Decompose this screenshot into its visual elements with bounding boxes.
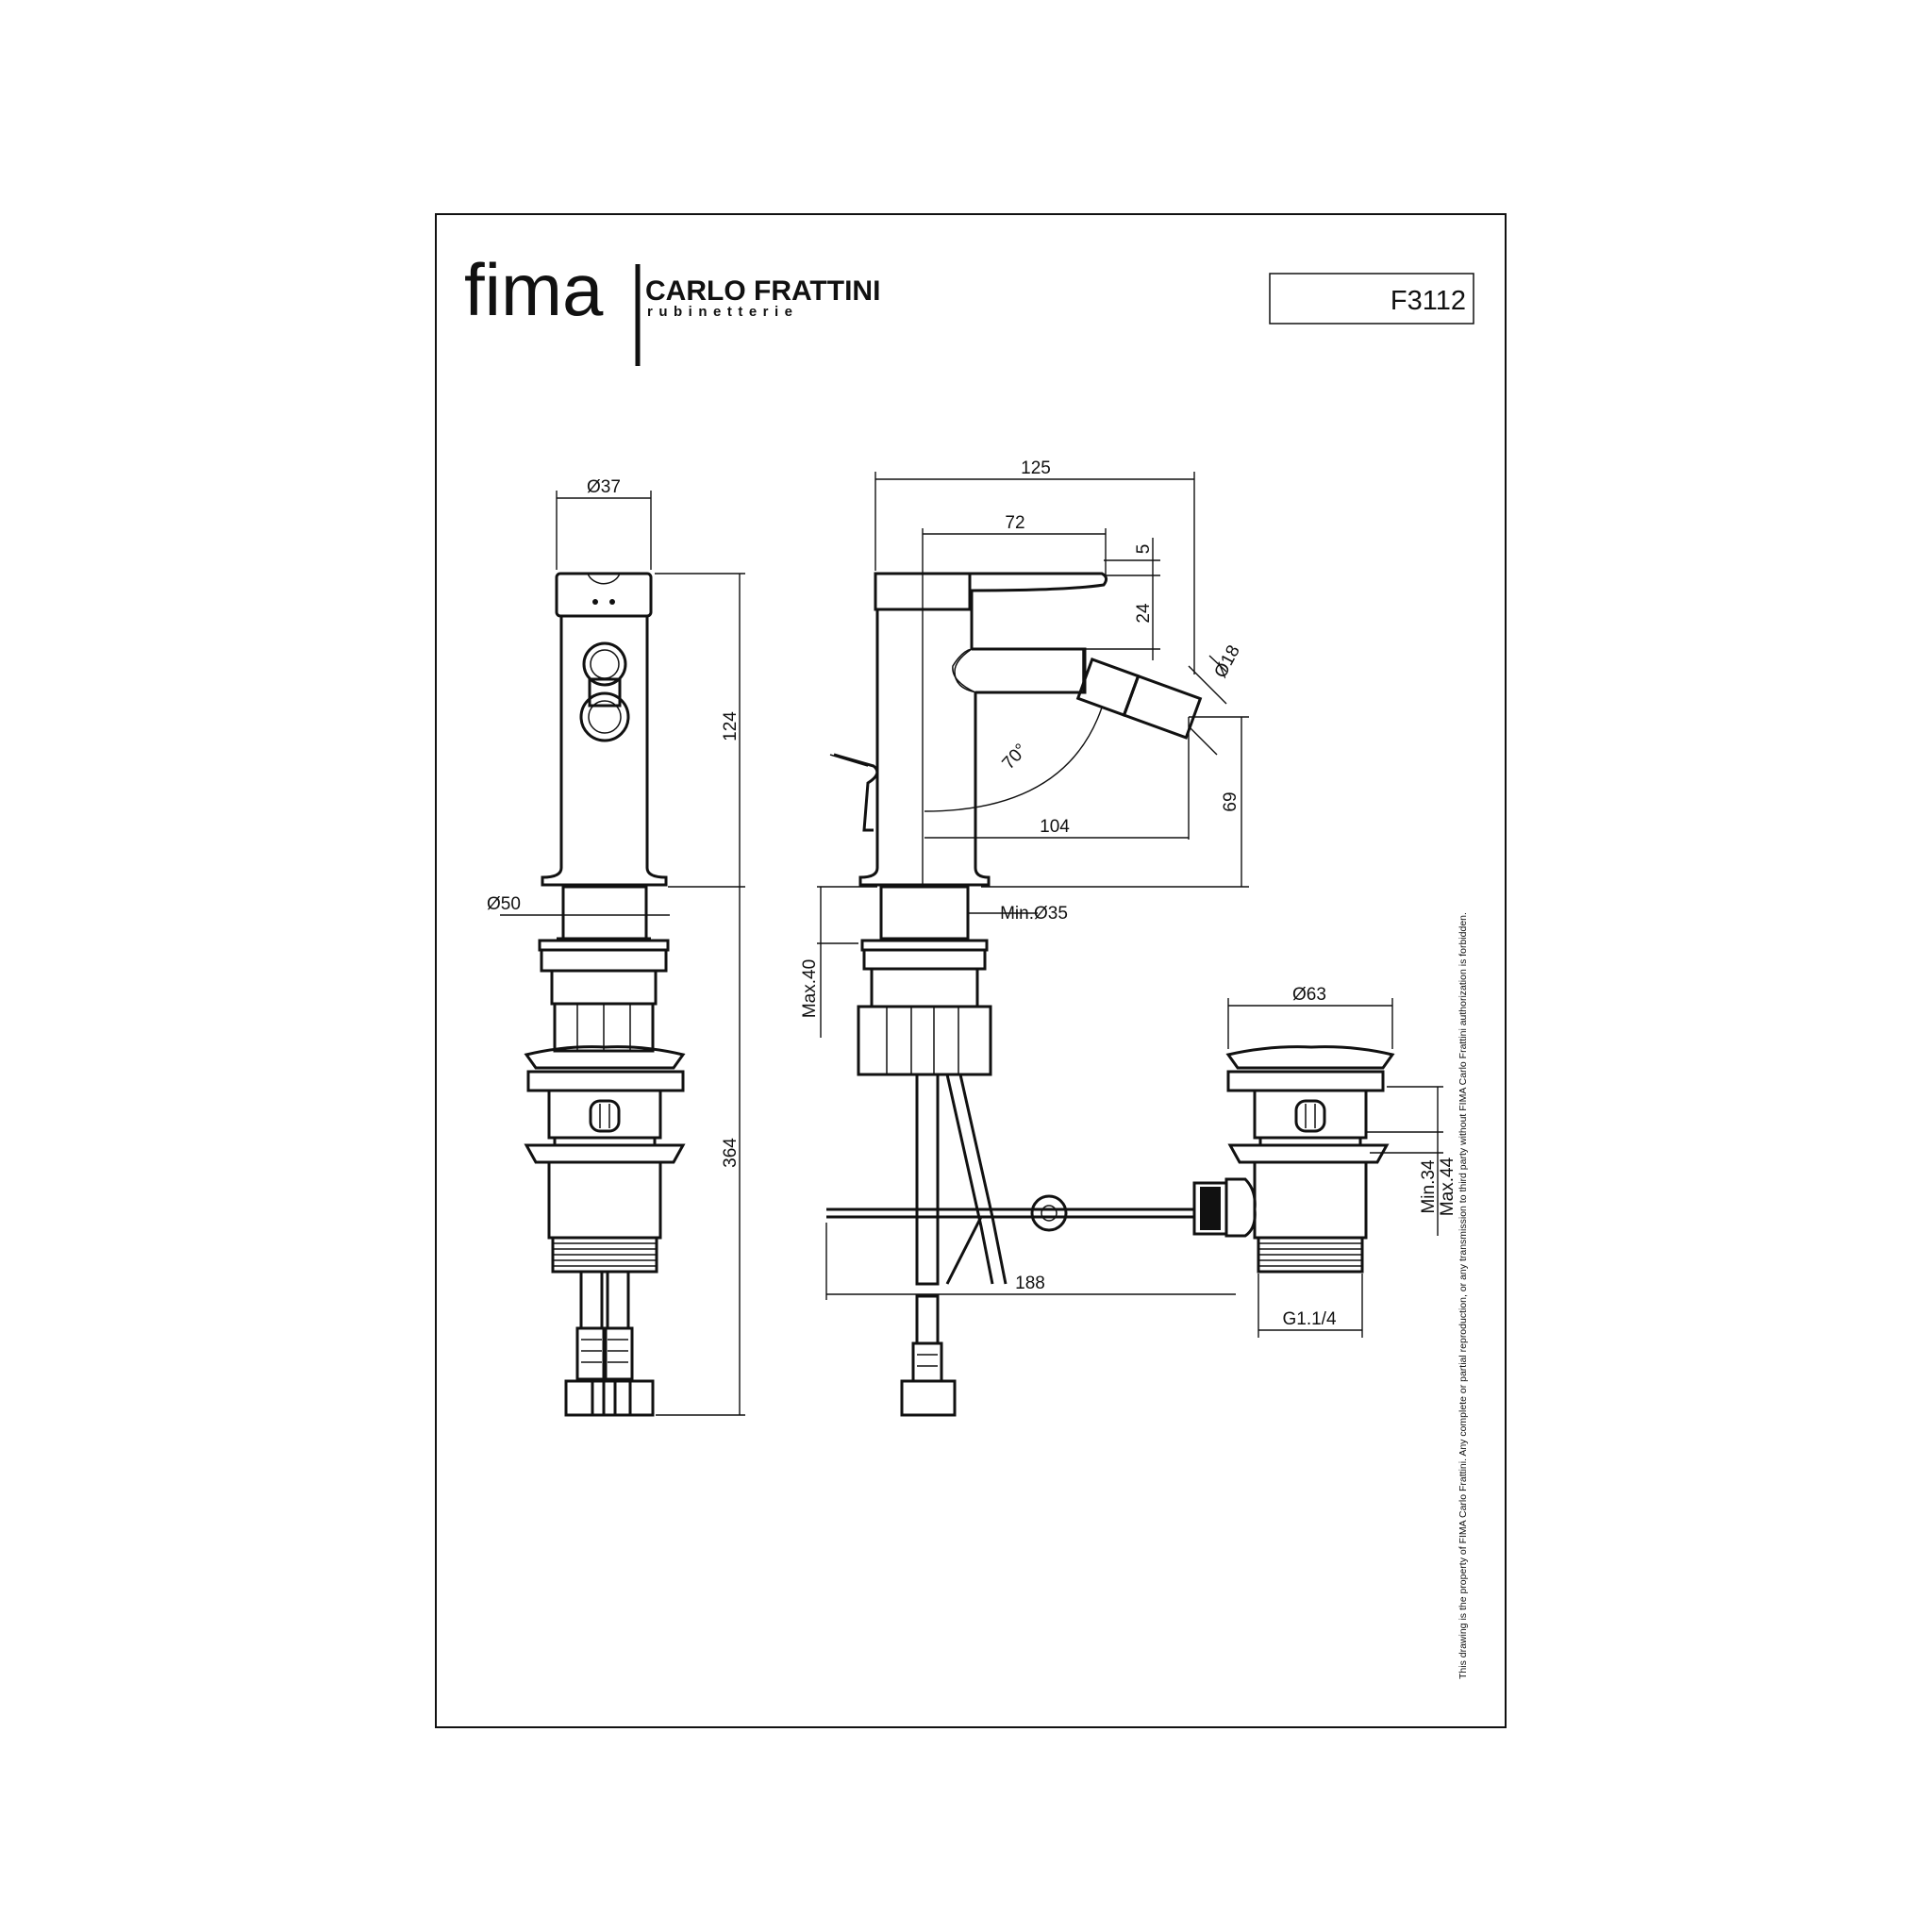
dim-d18: Ø18 bbox=[1210, 642, 1243, 682]
side-view-dimensions bbox=[817, 472, 1249, 1300]
drain-view-dimensions bbox=[1227, 998, 1443, 1338]
dim-max44: Max.44 bbox=[1438, 1157, 1457, 1216]
dim-364: 364 bbox=[721, 1138, 741, 1168]
brand-logo: fima CARLO FRATTINI rubinetterie bbox=[464, 248, 880, 366]
front-view-dimensions bbox=[500, 491, 745, 1416]
dim-min35: Min.Ø35 bbox=[1000, 904, 1068, 924]
dim-angle-70: 70° bbox=[998, 741, 1031, 774]
dim-max40: Max.40 bbox=[800, 959, 820, 1018]
drain-view bbox=[1192, 1045, 1395, 1274]
dim-72: 72 bbox=[1005, 513, 1024, 533]
copyright-disclaimer: This drawing is the property of FIMA Car… bbox=[1457, 912, 1469, 1679]
side-view bbox=[826, 572, 1203, 1417]
dim-g114: G1.1/4 bbox=[1282, 1309, 1336, 1329]
brand-tagline: rubinetterie bbox=[647, 304, 799, 320]
brand-secondary: CARLO FRATTINI bbox=[645, 275, 880, 307]
front-view bbox=[524, 572, 686, 1417]
product-code: F3112 bbox=[1391, 286, 1466, 316]
dim-d63: Ø63 bbox=[1292, 985, 1326, 1005]
dim-69: 69 bbox=[1221, 791, 1241, 811]
dim-d50: Ø50 bbox=[487, 894, 521, 914]
dim-124: 124 bbox=[721, 711, 741, 741]
code-box bbox=[1269, 273, 1474, 325]
sheet-frame bbox=[435, 213, 1507, 1728]
dim-d37: Ø37 bbox=[587, 477, 621, 497]
dim-188: 188 bbox=[1015, 1274, 1045, 1293]
dim-104: 104 bbox=[1040, 817, 1070, 837]
dim-24: 24 bbox=[1134, 603, 1154, 624]
brand-main: fima bbox=[464, 248, 604, 331]
dim-125: 125 bbox=[1021, 458, 1051, 478]
dim-5: 5 bbox=[1134, 544, 1154, 555]
dim-min34: Min.34 bbox=[1419, 1159, 1439, 1213]
